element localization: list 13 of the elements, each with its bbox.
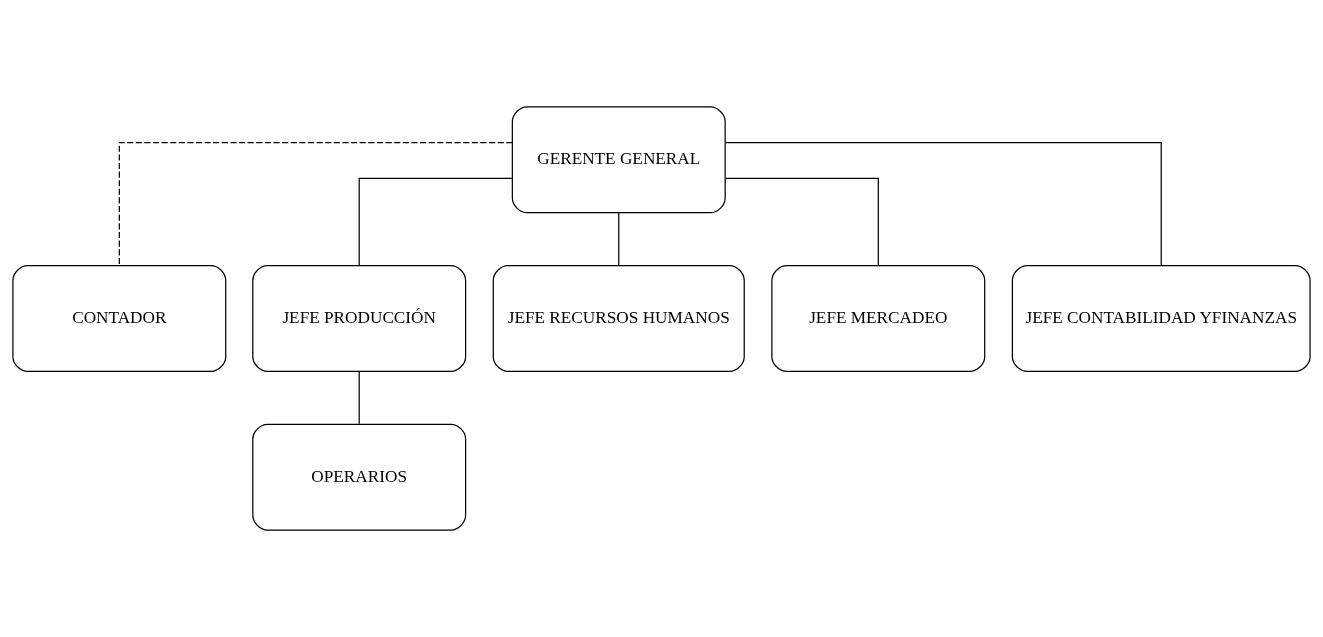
- node-box: CONTADOR: [12, 265, 227, 372]
- node-box: JEFE CONTABILIDAD YFINANZAS: [1011, 265, 1311, 372]
- connector: [618, 212, 620, 266]
- connector: [358, 177, 513, 267]
- node-box: JEFE MERCADEO: [771, 265, 986, 372]
- connector: [724, 141, 1162, 266]
- node-box: OPERARIOS: [252, 423, 467, 531]
- connector: [358, 371, 360, 425]
- node-box: JEFE PRODUCCIÓN: [252, 265, 467, 372]
- connector: [118, 141, 513, 266]
- node-box: GERENTE GENERAL: [511, 106, 726, 214]
- connector: [724, 177, 879, 267]
- node-box: JEFE RECURSOS HUMANOS: [492, 265, 745, 372]
